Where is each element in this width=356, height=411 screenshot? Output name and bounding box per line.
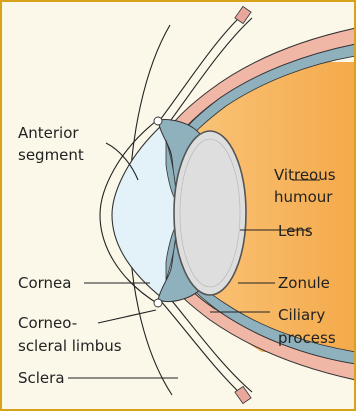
label-anterior-1: Anterior — [18, 124, 79, 142]
label-vitreous-1: Vitreous — [274, 166, 336, 184]
label-ciliary-2: process — [278, 329, 336, 347]
label-anterior-2: segment — [18, 146, 84, 164]
limbus-dot-top — [154, 117, 162, 125]
label-sclera: Sclera — [18, 369, 65, 387]
leader-limbus — [98, 310, 156, 323]
label-limbus-2: scleral limbus — [18, 337, 122, 355]
label-cornea: Cornea — [18, 274, 71, 292]
label-ciliary-1: Ciliary — [278, 306, 325, 324]
limbus-dot-bottom — [154, 299, 162, 307]
label-vitreous-2: humour — [274, 188, 333, 206]
label-limbus-1: Corneo- — [18, 314, 77, 332]
lens — [174, 131, 246, 295]
label-zonule: Zonule — [278, 274, 330, 292]
label-lens: Lens — [278, 222, 313, 240]
